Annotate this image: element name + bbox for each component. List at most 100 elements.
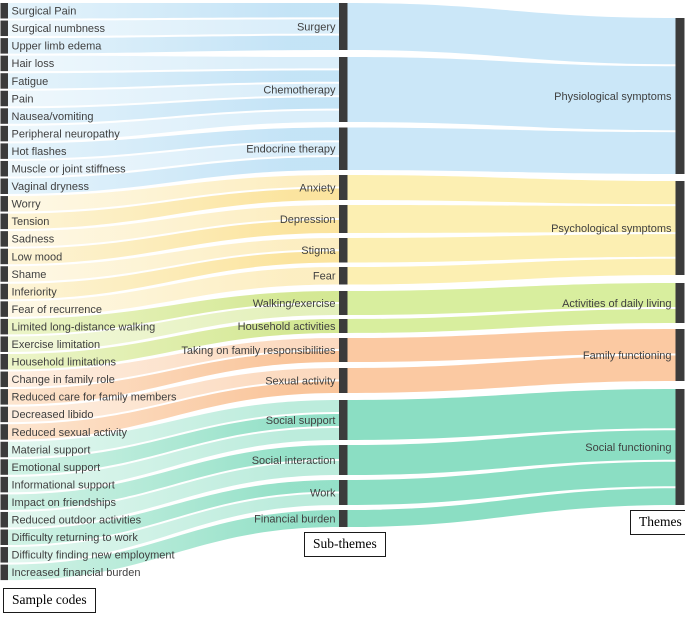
subtheme-label: Depression [280,214,336,226]
theme-label: Physiological symptoms [554,91,672,103]
subtheme-flow [347,309,676,333]
code-label: Emotional support [12,462,101,474]
code-flow [8,83,339,107]
code-label: Low mood [12,251,63,263]
subtheme-bar [339,368,348,393]
flows [8,3,676,581]
code-bar [0,3,8,19]
code-bar [0,547,8,563]
code-bar [0,529,8,545]
code-flow [8,461,339,528]
code-bar [0,494,8,510]
subtheme-label: Financial burden [254,513,335,525]
subtheme-label: Stigma [301,245,336,257]
code-bar [0,125,8,142]
code-flow [8,493,339,563]
subtheme-bar [339,510,348,527]
subtheme-flow [347,57,676,131]
code-flow [8,304,339,352]
code-flow [8,142,339,177]
code-label: Reduced care for family members [12,392,178,404]
subtheme-bar [339,238,348,263]
code-label: Exercise limitation [12,339,101,351]
code-bar [0,160,8,177]
code-label: Reduced sexual activity [12,427,128,439]
themes-label-box: Themes [630,510,685,535]
code-flow [8,251,339,300]
subtheme-bar [339,400,348,440]
code-label: Decreased libido [12,409,94,421]
code-flow [8,97,339,124]
theme-bar [675,18,685,174]
subtheme-label: Surgery [297,21,336,33]
subtheme-bar [339,319,348,333]
code-flow [8,414,339,475]
code-bar [0,371,8,388]
code-label: Limited long-distance walking [12,321,156,333]
code-label: Vaginal dryness [12,181,90,193]
code-bar [0,55,8,72]
code-label: Informational support [12,479,115,491]
subtheme-flow [347,234,676,263]
code-flow [8,70,339,89]
theme-label: Activities of daily living [562,298,671,310]
code-bar [0,406,8,423]
code-bar [0,20,8,37]
subtheme-label: Household activities [238,321,336,333]
code-bar [0,336,8,352]
code-flow [8,480,339,545]
subtheme-flow [347,430,676,475]
code-label: Material support [12,444,91,456]
subtheme-flow [347,389,676,440]
subtheme-label: Anxiety [299,182,336,194]
sample-codes-label-box: Sample codes [3,588,96,613]
subtheme-bar [339,175,348,200]
code-bar [0,564,8,581]
code-bar [0,301,8,317]
code-label: Increased financial burden [12,567,141,579]
code-flow [8,445,339,510]
code-flow [8,338,339,388]
sub-themes-label: Sub-themes [313,536,377,551]
subtheme-bar [339,205,348,233]
code-flow [8,35,339,54]
code-bar [0,248,8,265]
code-bar [0,266,8,282]
code-bar [0,143,8,159]
subtheme-label: Social interaction [252,455,336,467]
code-bar [0,108,8,124]
code-label: Difficulty finding new employment [12,550,175,562]
sub-themes-label-box: Sub-themes [304,532,386,557]
subtheme-label: Endocrine therapy [246,144,336,156]
code-flow [8,205,339,247]
code-flow [8,188,339,230]
subtheme-flow [347,258,676,285]
code-label: Upper limb edema [12,41,103,53]
subtheme-label: Work [310,487,336,499]
subtheme-flow [347,329,676,362]
theme-bar [675,389,685,505]
subtheme-bar [339,291,348,315]
theme-bar [675,283,685,323]
subtheme-bar [339,338,348,362]
code-flow [8,368,339,423]
code-flow [8,319,339,370]
code-flow [8,351,339,405]
code-label: Household limitations [12,357,117,369]
subtheme-flow [347,205,676,233]
code-label: Fear of recurrence [12,304,102,316]
code-label: Difficulty returning to work [12,532,139,544]
code-label: Hot flashes [12,146,68,158]
subtheme-flow [347,461,676,505]
code-flow [8,510,339,581]
theme-bar [675,181,685,275]
theme-label: Family functioning [583,350,672,362]
code-flow [8,175,339,212]
code-bar [0,476,8,493]
code-label: Shame [12,269,47,281]
code-label: Pain [12,93,34,105]
code-label: Surgical Pain [12,6,77,18]
code-flow [8,3,339,19]
